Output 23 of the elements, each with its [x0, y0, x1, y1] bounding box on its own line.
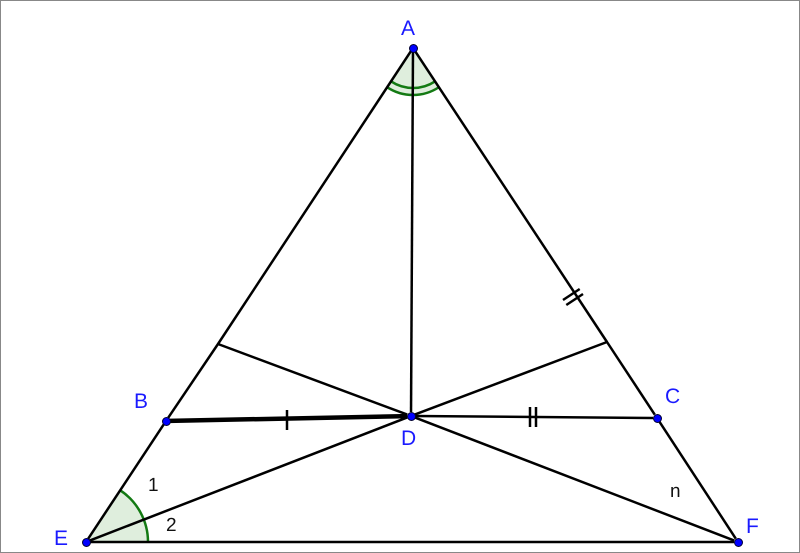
point-label: B: [134, 391, 148, 413]
point-label: F: [746, 516, 759, 538]
angle-label: 1: [148, 476, 159, 496]
line-segment: [89, 416, 408, 542]
point-label: E: [54, 528, 68, 550]
point-label: A: [401, 18, 416, 40]
line-segment: [90, 540, 734, 544]
line-segment: [170, 414, 408, 424]
line-segment: [414, 416, 735, 542]
point-label: C: [665, 386, 680, 408]
point-label: D: [401, 428, 416, 450]
line-segment: [606, 341, 656, 416]
line-segment: [414, 340, 608, 416]
line-segment: [414, 50, 608, 343]
line-segment: [87, 424, 165, 540]
angle-label: 2: [166, 516, 177, 536]
line-segment: [167, 343, 220, 418]
line-segment: [415, 414, 653, 420]
line-segment: [218, 342, 408, 416]
line-segment: [410, 52, 414, 412]
line-segment: [216, 50, 412, 345]
line-segment: [658, 420, 737, 540]
angle-label: n: [670, 482, 681, 502]
